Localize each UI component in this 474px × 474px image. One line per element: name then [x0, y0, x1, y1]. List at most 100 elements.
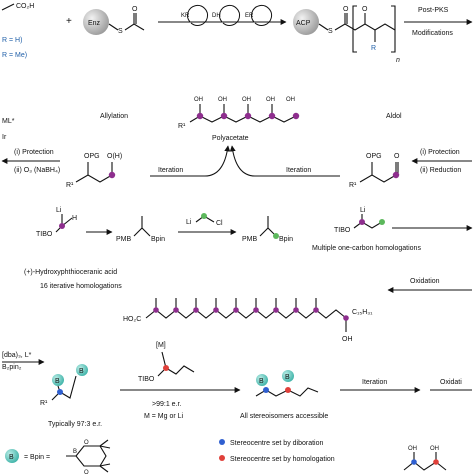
right-int-dot [392, 171, 400, 179]
carbenoid-h: H [72, 215, 77, 222]
iteration-right: Iteration [286, 167, 311, 174]
diol-dot-red [433, 459, 439, 465]
poly-dot-3 [244, 112, 252, 120]
phthio-dot-7 [273, 307, 279, 313]
enz-s-bond [108, 23, 119, 31]
protection-right: (i) Protection [420, 149, 460, 156]
poly-dot-2 [220, 112, 228, 120]
iteration-left-arrow [150, 145, 231, 177]
poly-oh-5: OH [286, 97, 295, 103]
thioester-s: S [118, 28, 123, 35]
legend-diboration: Stereocentre set by diboration [230, 440, 323, 447]
allylation-label: Allylation [100, 113, 128, 120]
kr-cycle [187, 4, 209, 26]
bpin-label: Bpin [151, 236, 165, 243]
phthio-dot-8 [293, 307, 299, 313]
oxidation-label: Oxidation [410, 278, 440, 285]
row1-biosynthesis: CO₂H R = H) R = Me) + Enz S O KR DH ER A… [1, 3, 473, 64]
boronate-bonds [133, 216, 151, 237]
reagent-cl: Cl [216, 220, 223, 227]
homologated-dot [273, 233, 279, 239]
left-oh: O(H) [107, 153, 122, 160]
boron-2-label: B [79, 368, 84, 375]
modifications-label: Modifications [412, 30, 453, 37]
enz-label: Enz [88, 20, 101, 27]
enzyme-sphere [83, 9, 109, 35]
reagent-dot [201, 213, 207, 219]
diboronate-dot [57, 389, 63, 395]
target-name: (+)-Hydroxyphthioceranic acid [24, 269, 117, 276]
ml-label: ML* [2, 118, 15, 125]
ho2c-label: HO₂C [123, 316, 141, 323]
boron-1 [52, 374, 64, 386]
row3-homologation: Li H TIBO PMB Bpin Li Cl PMB Bpin Li TIB… [36, 207, 473, 252]
pmb2-label: PMB [242, 236, 258, 243]
multiple-label: Multiple one-carbon homologations [312, 245, 421, 252]
acp-label: ACP [296, 20, 311, 27]
all-stereo-label: All stereoisomers accessible [240, 413, 328, 420]
boron-1-label: B [55, 378, 60, 385]
poly-r1: R¹ [178, 123, 186, 130]
pinacol-o2: O [84, 470, 89, 474]
legend: B = Bpin = B O O Stereocentre set by dib… [5, 439, 447, 474]
poly-dot-5 [292, 112, 300, 120]
carbenoid-bonds [55, 214, 73, 233]
diboronate-r1: R¹ [40, 400, 48, 407]
boron-3-label: B [259, 378, 264, 385]
left-r1: R¹ [66, 182, 74, 189]
poly-dot-1 [196, 112, 204, 120]
polyacetate-label: Polyacetate [212, 135, 249, 142]
dh-label: DH [212, 13, 221, 19]
b2pin2-label: B₂pin₂ [2, 364, 22, 371]
aldol-label: Aldol [386, 113, 402, 120]
pinacol-o1: O [84, 440, 89, 446]
allyl-dot [163, 365, 169, 371]
iteration-label: Iteration [362, 379, 387, 386]
homologated-bonds [259, 216, 277, 237]
r-me-label: R = Me) [2, 52, 27, 59]
reduction-label: (ii) Reduction [420, 167, 461, 174]
dh-cycle [219, 4, 241, 26]
plus-sign: + [66, 16, 72, 27]
pinacol-b: B [73, 449, 77, 455]
legend-boron-ball [5, 449, 19, 463]
chain-r: R [371, 45, 376, 52]
poly-oh-2: OH [218, 97, 227, 103]
phthio-dot-1 [153, 307, 159, 313]
legend-red-dot [219, 455, 225, 461]
right-opg: OPG [366, 153, 382, 160]
acid-bond [1, 3, 15, 11]
poly-oh-4: OH [266, 97, 275, 103]
pinacol-methyls [99, 439, 111, 473]
row5-diboration: [dba)₃, L* B₂pin₂ B B R¹ Typically 97:3 … [2, 342, 472, 428]
row2-polyacetate: ML* Ir Allylation Aldol R¹ OH OH OH OH O… [1, 97, 472, 189]
post-pks-label: Post-PKS [418, 7, 449, 14]
phthio-methyls [155, 298, 347, 332]
left-int-bonds [75, 162, 113, 183]
er-label: ER [245, 13, 254, 19]
legend-homologation: Stereocentre set by homologation [230, 456, 335, 463]
poly-oh-bonds [199, 104, 273, 116]
carbenoid-tibo: TIBO [36, 231, 53, 238]
target-homologations: 16 iterative homologations [40, 283, 122, 290]
pinacol-ring [66, 445, 107, 467]
phthio-dot-3 [193, 307, 199, 313]
right-o: O [394, 153, 400, 160]
boron-4-label: B [285, 374, 290, 381]
boron-4 [282, 370, 294, 382]
phthio-chain [145, 309, 347, 319]
er-cycle [251, 4, 273, 26]
diol-dot-blue [411, 459, 417, 465]
carbenoid-dot [59, 223, 65, 229]
phthio-dot-10 [343, 315, 349, 321]
bpin2-label: Bpin [279, 236, 293, 243]
iteration-right-arrow [229, 145, 340, 177]
acp-s: S [328, 28, 333, 35]
left-opg: OPG [84, 153, 100, 160]
allyl-bonds [157, 351, 195, 377]
row4-phthioceranic: (+)-Hydroxyphthioceranic acid 16 iterati… [24, 269, 472, 343]
reagent-li: Li [186, 219, 192, 226]
boron-2 [76, 364, 88, 376]
ir-label: Ir [2, 134, 7, 141]
phthio-dot-5 [233, 307, 239, 313]
